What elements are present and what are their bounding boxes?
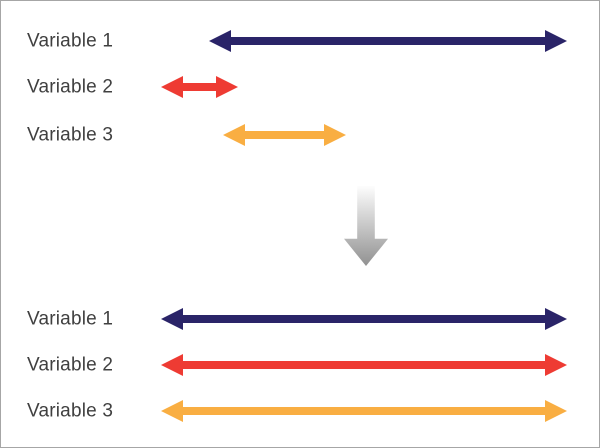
top-label-variable-1: Variable 1 bbox=[27, 30, 114, 52]
bottom-label-variable-1: Variable 1 bbox=[27, 308, 114, 330]
top-label-variable-2: Variable 2 bbox=[27, 76, 114, 98]
top-label-variable-3: Variable 3 bbox=[27, 124, 114, 146]
bottom-label-variable-2: Variable 2 bbox=[27, 354, 114, 376]
bottom-label-variable-3: Variable 3 bbox=[27, 400, 114, 422]
